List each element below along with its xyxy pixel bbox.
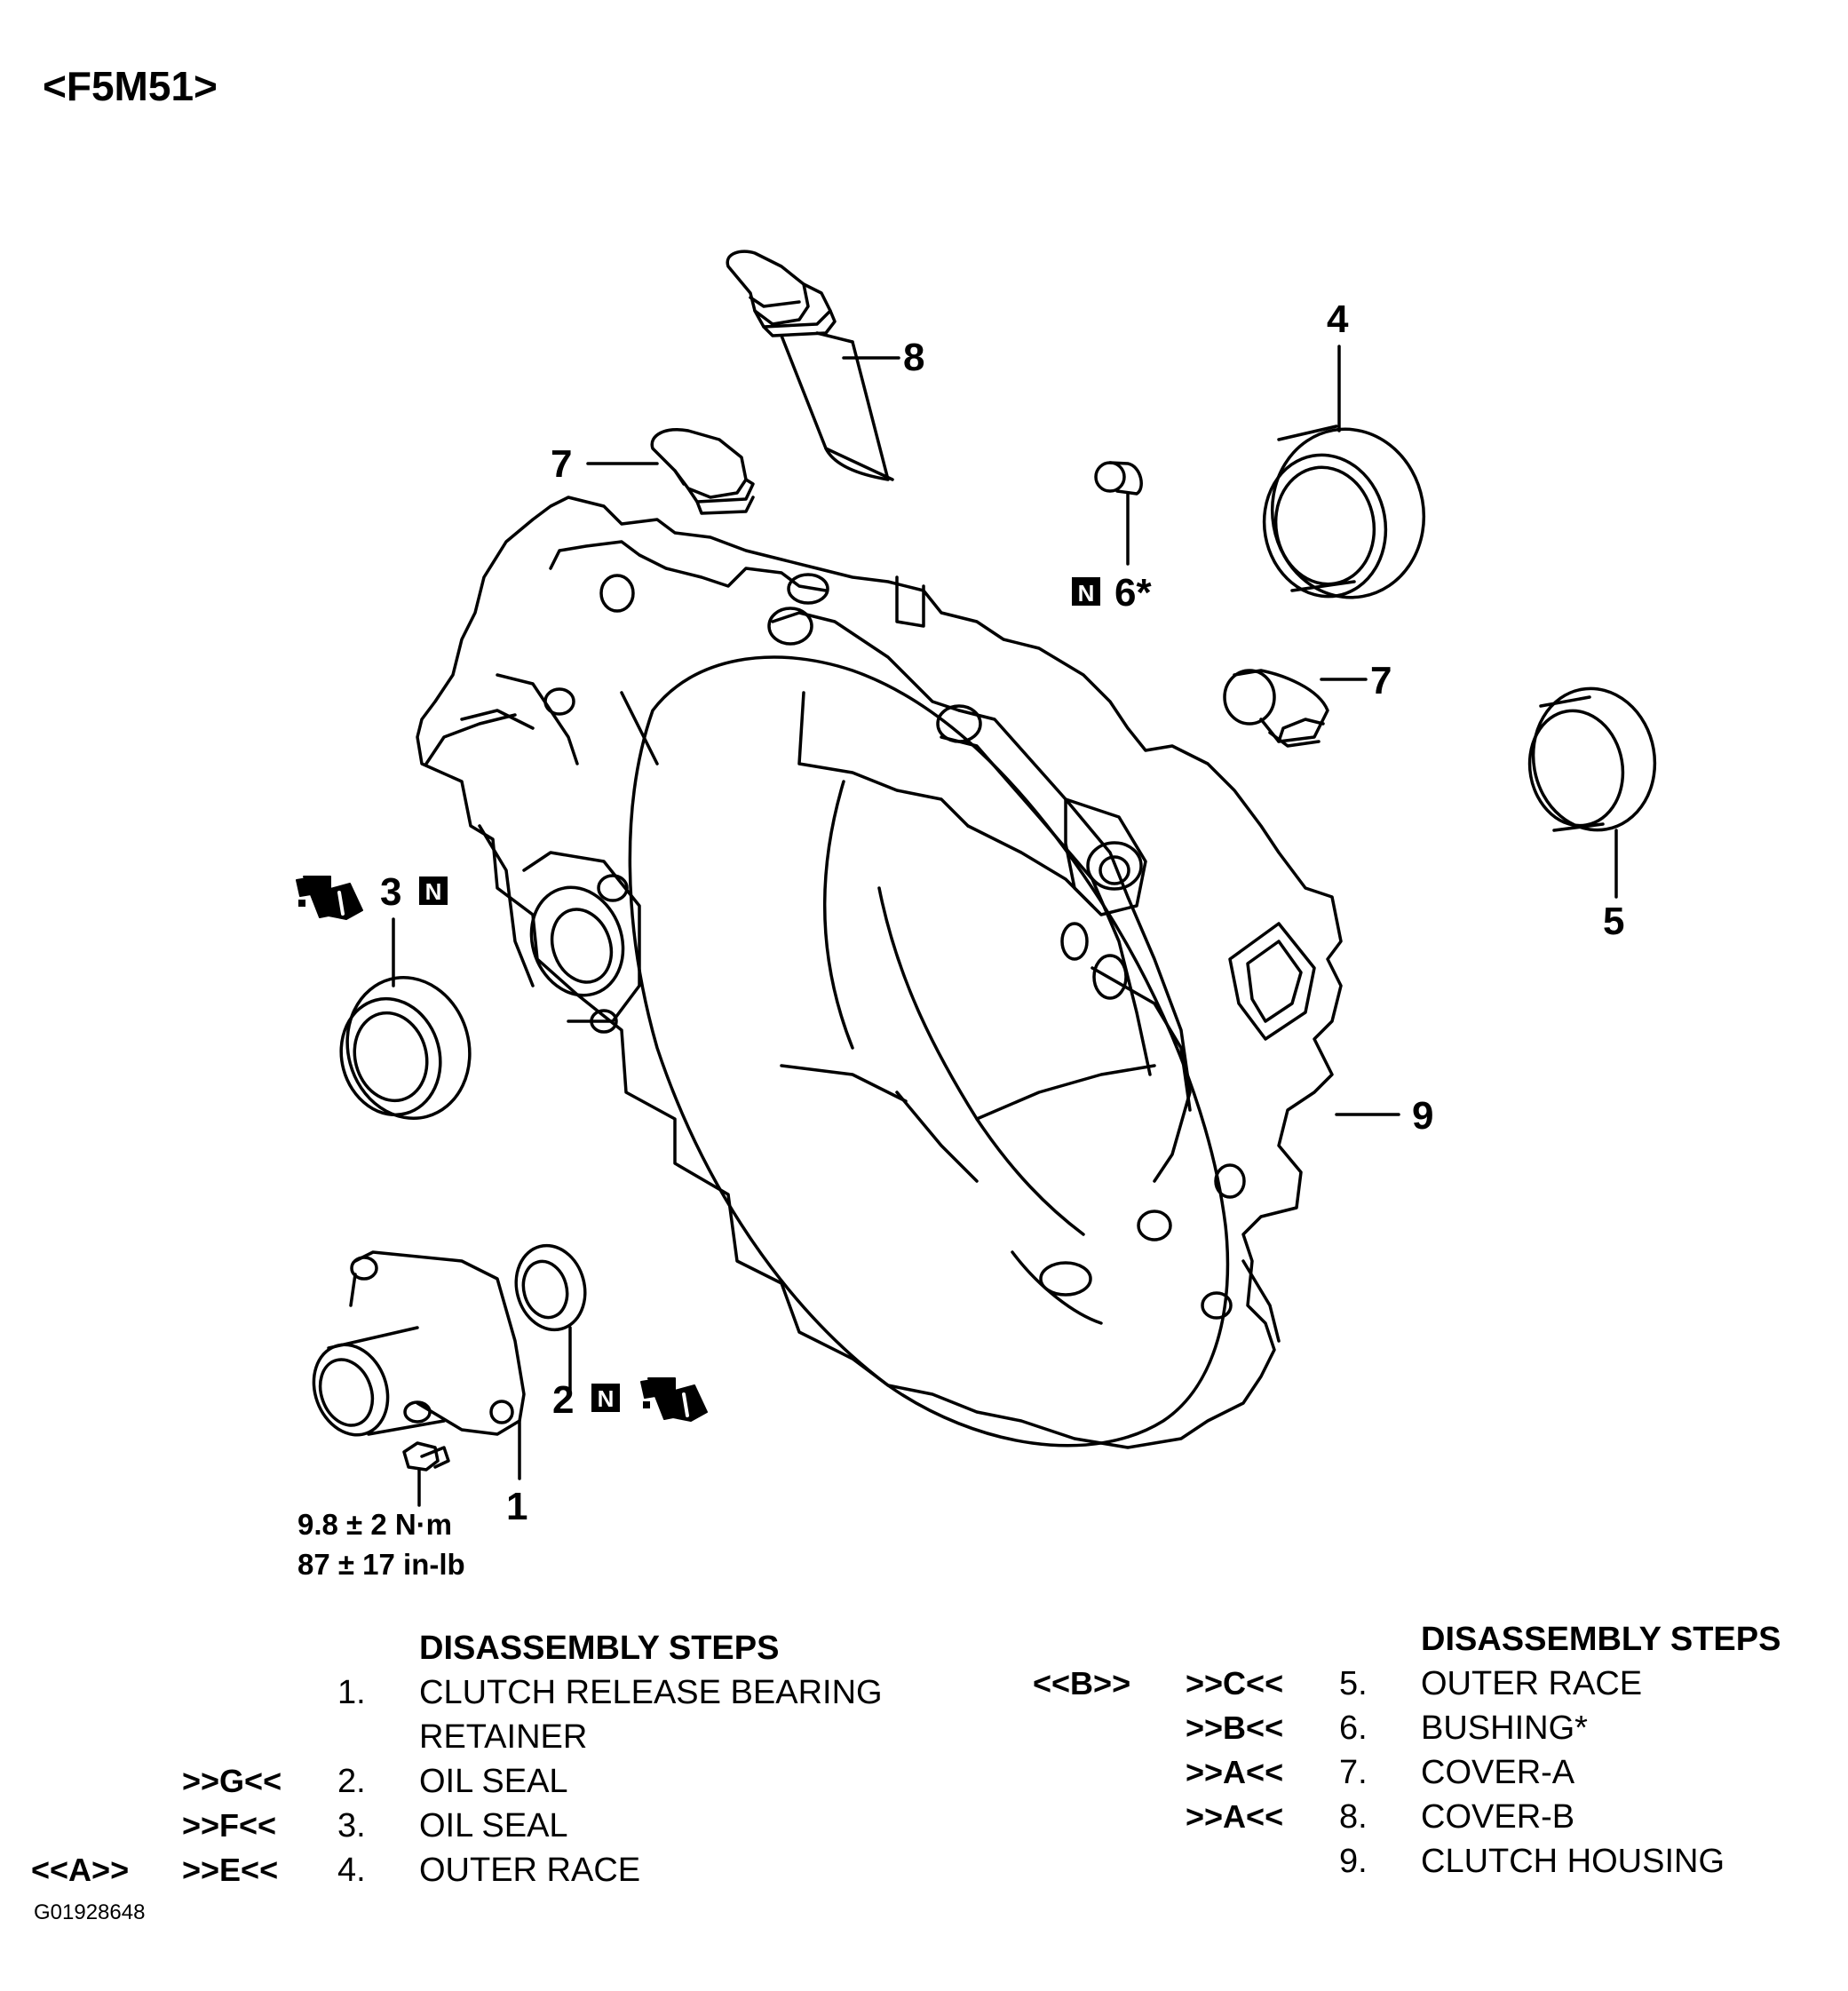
step-code: >>C<<: [1186, 1665, 1284, 1701]
step-name: RETAINER: [419, 1718, 588, 1756]
oil-seal-2: [514, 1243, 587, 1332]
outer-race-large: [1262, 424, 1426, 599]
step-code: >>F<<: [182, 1807, 277, 1844]
grease-icon: [640, 1377, 708, 1422]
step-name: COVER-B: [1421, 1798, 1575, 1836]
step-name: OUTER RACE: [419, 1852, 641, 1889]
callout-8: 8: [903, 336, 925, 379]
step-name: COVER-A: [1421, 1754, 1575, 1791]
step-name: CLUTCH RELEASE BEARING: [419, 1674, 883, 1711]
step-number: 1.: [337, 1674, 366, 1711]
step-number: 4.: [337, 1852, 366, 1889]
step-number: 2.: [337, 1763, 366, 1800]
step-name: OIL SEAL: [419, 1807, 568, 1844]
step-code: >>A<<: [1186, 1754, 1284, 1790]
torque-metric: 9.8 ± 2 N·m: [297, 1508, 453, 1541]
callout-3: 3: [380, 870, 402, 914]
n-badge-6: N: [1072, 577, 1100, 607]
step-number: 6.: [1339, 1709, 1368, 1747]
n-badge-3: N: [419, 877, 448, 905]
step-name: OUTER RACE: [1421, 1665, 1643, 1702]
clutch-housing: [416, 496, 1343, 1449]
page-title: <F5M51>: [43, 63, 218, 109]
outer-race-small: [1527, 686, 1657, 832]
callout-2: 2: [552, 1378, 575, 1422]
cover-b: [726, 250, 894, 481]
svg-text:N: N: [598, 1385, 615, 1412]
step-number: 7.: [1339, 1754, 1368, 1791]
svg-text:N: N: [1078, 580, 1095, 607]
clutch-release-bearing-retainer: [312, 1250, 526, 1437]
callout-6: 6*: [1114, 571, 1152, 615]
svg-text:N: N: [425, 878, 442, 905]
cover-a-right: [1223, 669, 1329, 748]
cover-a-upper: [650, 428, 755, 515]
bushing: [1094, 461, 1143, 496]
callout-5: 5: [1603, 900, 1625, 943]
step-code: >>E<<: [182, 1852, 279, 1888]
step-code: <<A>>: [31, 1852, 130, 1888]
callout-7-upper: 7: [551, 442, 573, 486]
step-number: 8.: [1339, 1798, 1368, 1836]
bolt: [402, 1441, 450, 1471]
callout-9: 9: [1412, 1094, 1434, 1138]
step-code: >>G<<: [182, 1763, 282, 1799]
callout-1: 1: [506, 1485, 528, 1528]
callout-7-right: 7: [1370, 659, 1392, 702]
grease-icon: [296, 876, 363, 920]
step-name: CLUTCH HOUSING: [1421, 1843, 1725, 1880]
step-number: 3.: [337, 1807, 366, 1844]
oil-seal-3: [339, 975, 472, 1121]
callout-4: 4: [1327, 297, 1349, 341]
step-name: OIL SEAL: [419, 1763, 568, 1800]
steps-header: DISASSEMBLY STEPS: [419, 1630, 780, 1667]
figure-id: G01928648: [34, 1900, 146, 1924]
step-number: 9.: [1339, 1843, 1368, 1880]
step-name: BUSHING*: [1421, 1709, 1588, 1747]
step-code: >>B<<: [1186, 1709, 1284, 1746]
steps-header: DISASSEMBLY STEPS: [1421, 1621, 1781, 1658]
step-code: <<B>>: [1033, 1665, 1131, 1701]
step-code: >>A<<: [1186, 1798, 1284, 1835]
n-badge-2: N: [591, 1384, 620, 1412]
step-number: 5.: [1339, 1665, 1368, 1702]
torque-imperial: 87 ± 17 in-lb: [297, 1548, 465, 1581]
